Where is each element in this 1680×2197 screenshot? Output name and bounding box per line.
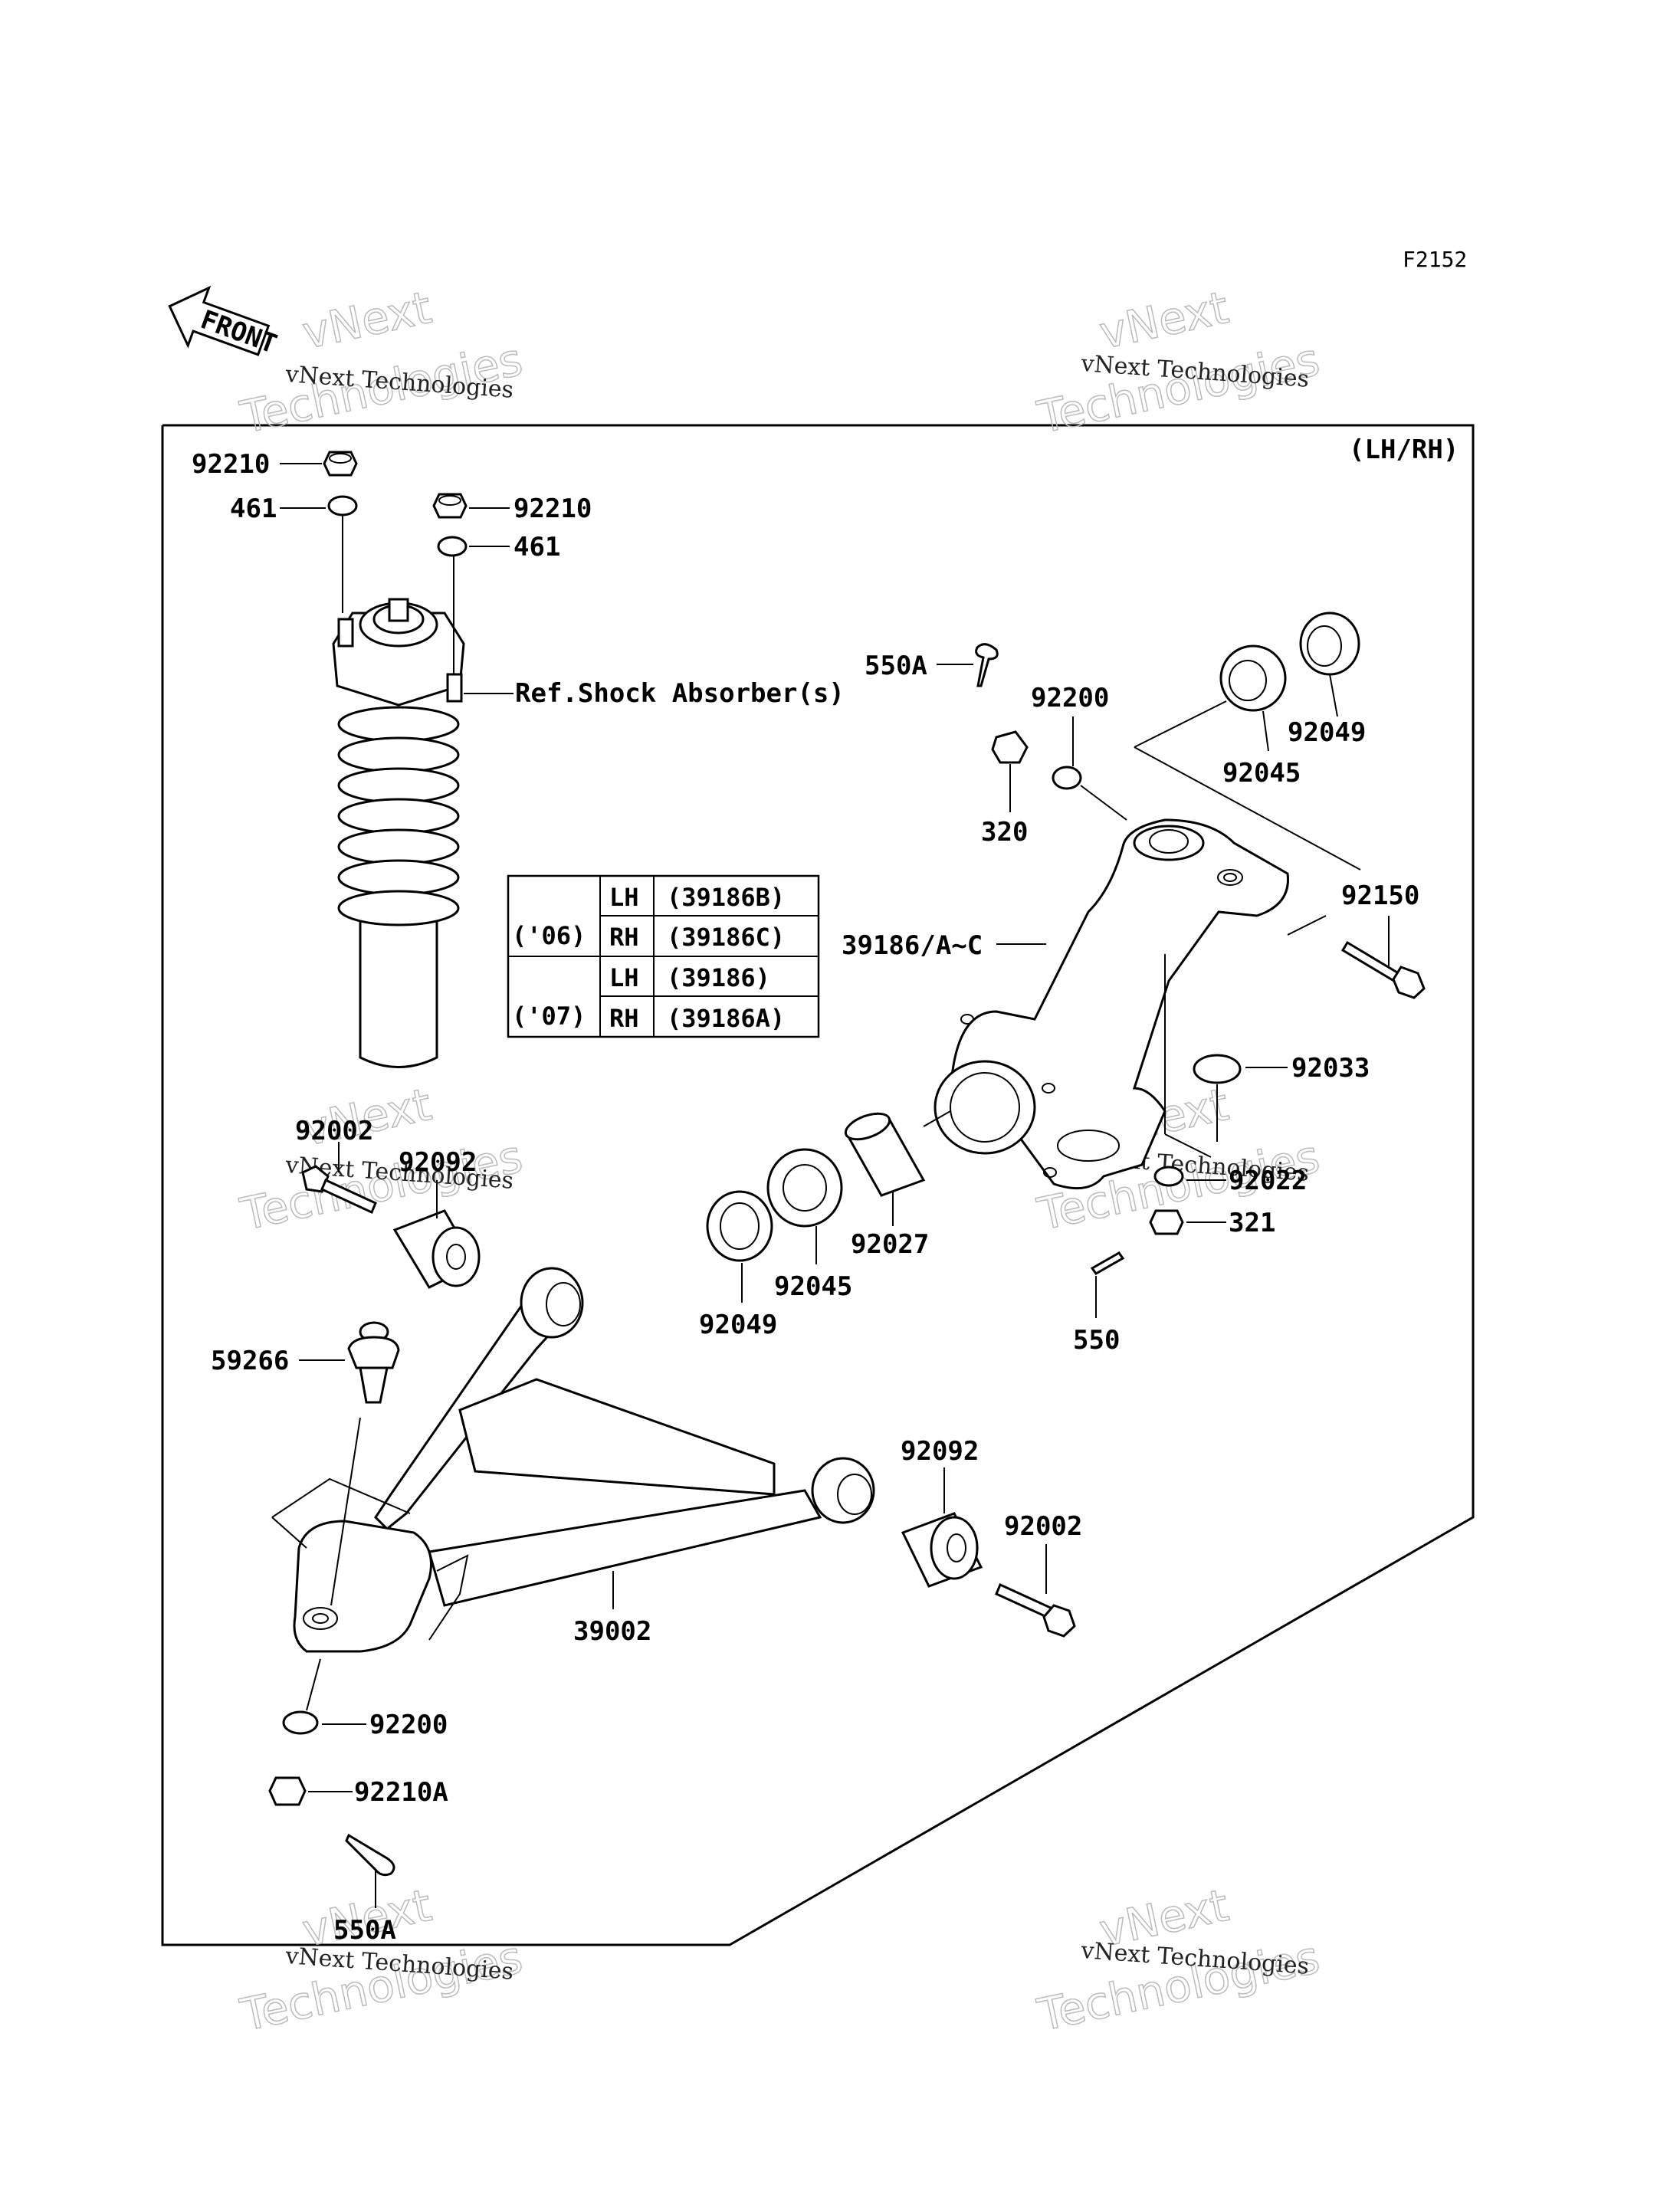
bolt-right-icon <box>995 1582 1076 1638</box>
nut-lower-knuckle-icon <box>1149 1209 1184 1235</box>
bushing-right-icon <box>901 1512 983 1588</box>
table-side: RH <box>609 923 639 952</box>
watermark-mid-left: vNext Technologies vNext Technologies <box>235 1077 527 1241</box>
label-cotter-pin-bottom: 550A <box>333 1915 396 1946</box>
watermark-top-right: vNext Technologies vNext Technologies <box>1032 280 1324 444</box>
label-nut-lower-knuckle: 321 <box>1229 1208 1275 1238</box>
figure-code: F2152 <box>1403 247 1467 272</box>
label-nut-top-right: 92210 <box>514 494 592 524</box>
side-note: (LH/RH) <box>1349 434 1459 465</box>
svg-text:vNext: vNext <box>298 281 436 359</box>
label-bolt-right: 92002 <box>1004 1511 1082 1542</box>
label-cotter-pin-top: 550A <box>865 651 927 681</box>
label-bolt-upper-left: 92002 <box>295 1116 373 1146</box>
label-bearing-lower: 92045 <box>774 1271 852 1302</box>
cotter-pin-bottom-icon <box>345 1833 395 1877</box>
label-bearing-top: 92045 <box>1222 758 1301 789</box>
washer-top-right-icon <box>437 536 468 557</box>
label-washer-knuckle: 92200 <box>1031 683 1109 713</box>
label-ball-joint: 59266 <box>211 1346 289 1376</box>
table-year-06: ('06) <box>512 921 586 950</box>
castle-nut-top-icon <box>991 730 1029 764</box>
svg-text:Technologies: Technologies <box>236 1931 527 2041</box>
circlip-icon <box>1193 1054 1242 1084</box>
watermark-top-left: vNext Technologies vNext Technologies <box>235 280 527 444</box>
label-knuckle: 39186/A~C <box>842 930 983 961</box>
table-year-07: ('07) <box>512 1002 586 1031</box>
front-label: FRONT <box>196 304 281 360</box>
bearing-lower-icon <box>766 1148 843 1228</box>
cotter-pin-top-icon <box>975 643 999 687</box>
a-arm <box>271 1267 875 1653</box>
table-part: (39186B) <box>667 883 785 912</box>
knuckle-table: ('06) LH (39186B) RH (39186C) ('07) LH (… <box>507 874 820 1038</box>
ball-joint-icon <box>347 1321 400 1404</box>
reference-note: Ref.Shock Absorber(s) <box>515 678 845 709</box>
washer-bottom-icon <box>282 1710 319 1735</box>
watermark-bottom-left: vNext Technologies vNext Technologies <box>235 1878 527 2041</box>
table-side: RH <box>609 1004 639 1033</box>
svg-text:vNext: vNext <box>1095 281 1233 359</box>
bolt-upper-left-icon <box>301 1165 377 1215</box>
washer-knuckle-icon <box>1052 766 1082 790</box>
table-part: (39186) <box>667 963 770 992</box>
label-washer-bottom: 92200 <box>369 1710 448 1740</box>
watermark-bottom-right: vNext Technologies vNext Technologies <box>1032 1878 1324 2041</box>
label-cotter-pin-lower: 550 <box>1073 1325 1120 1356</box>
label-seal-top: 92049 <box>1288 717 1366 748</box>
label-circlip: 92033 <box>1291 1053 1370 1084</box>
nut-top-left-icon <box>323 451 358 477</box>
seal-lower-icon <box>706 1190 773 1262</box>
bushing-upper-left-icon <box>392 1209 481 1289</box>
seal-top-icon <box>1299 612 1360 676</box>
washer-top-left-icon <box>327 495 358 516</box>
steering-knuckle <box>934 818 1289 1190</box>
nut-top-right-icon <box>432 493 468 519</box>
cotter-pin-lower-icon <box>1090 1251 1125 1275</box>
label-bolt-knuckle: 92150 <box>1341 880 1419 911</box>
label-washer-lower-knuckle: 92022 <box>1229 1166 1307 1196</box>
table-side: LH <box>609 963 639 992</box>
table-side: LH <box>609 883 639 912</box>
bearing-top-icon <box>1219 644 1287 712</box>
label-bushing-upper-left: 92092 <box>399 1147 477 1178</box>
spacer-icon <box>844 1112 926 1197</box>
shock-absorber <box>332 598 465 1068</box>
nut-bottom-icon <box>268 1776 307 1806</box>
washer-lower-knuckle-icon <box>1153 1166 1184 1187</box>
label-seal-lower: 92049 <box>699 1310 777 1340</box>
label-bushing-right: 92092 <box>901 1436 979 1467</box>
label-nut-bottom: 92210A <box>354 1777 448 1808</box>
label-castle-nut-top: 320 <box>981 817 1028 848</box>
label-nut-top-left: 92210 <box>192 449 270 480</box>
diagram-border <box>161 424 1475 1946</box>
front-arrow-icon: FRONT <box>168 285 281 360</box>
label-washer-top-right: 461 <box>514 532 560 562</box>
label-washer-top-left: 461 <box>230 494 277 524</box>
label-spacer: 92027 <box>851 1229 929 1260</box>
bolt-knuckle-icon <box>1340 940 1426 999</box>
label-arm: 39002 <box>573 1616 651 1647</box>
table-part: (39186A) <box>667 1004 785 1033</box>
table-part: (39186C) <box>667 923 785 952</box>
